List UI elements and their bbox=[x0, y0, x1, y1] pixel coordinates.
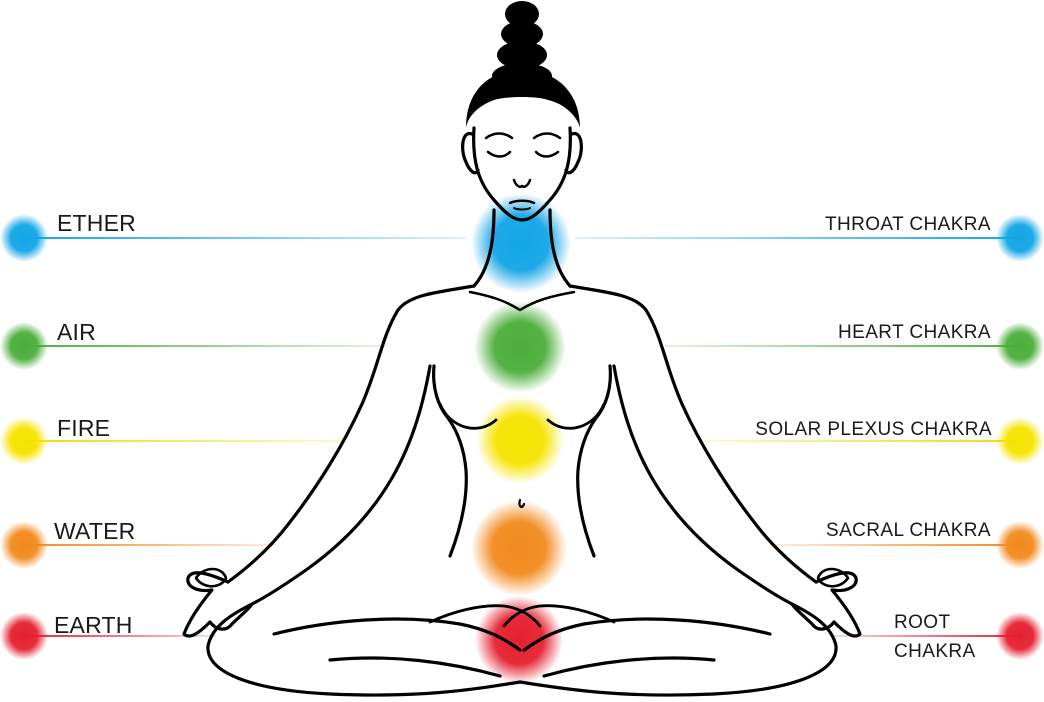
neck-left bbox=[472, 208, 496, 288]
label-throat-chakra: THROAT CHAKRA bbox=[824, 214, 991, 235]
end-dots bbox=[0, 214, 1044, 660]
label-fire: FIRE bbox=[57, 415, 111, 441]
neck-right bbox=[548, 208, 572, 288]
chakra-glows bbox=[471, 193, 571, 684]
left-breast bbox=[438, 402, 498, 430]
fire-line bbox=[26, 440, 346, 442]
right-hand bbox=[790, 571, 862, 638]
right-ear bbox=[564, 131, 583, 175]
left-thigh bbox=[272, 617, 522, 652]
nose bbox=[512, 178, 532, 188]
water-line bbox=[26, 544, 276, 546]
right-shoulder-arm bbox=[568, 284, 818, 584]
left-eye bbox=[486, 150, 512, 158]
mouth bbox=[508, 199, 536, 205]
legs-outline bbox=[206, 602, 838, 697]
earth-dot bbox=[0, 612, 48, 660]
sacral-line bbox=[770, 544, 1020, 546]
navel bbox=[518, 498, 526, 509]
label-sacral-chakra: SACRAL CHAKRA bbox=[826, 520, 991, 541]
air-dot bbox=[0, 322, 48, 370]
throat-line bbox=[575, 237, 1020, 239]
left-foot bbox=[428, 604, 542, 628]
label-heart-chakra: HEART CHAKRA bbox=[838, 322, 991, 343]
solar-plexus-line bbox=[700, 440, 1020, 442]
fire-dot bbox=[0, 417, 48, 465]
earth-line bbox=[26, 635, 216, 637]
solar-plexus-dot bbox=[996, 417, 1044, 465]
connector-lines bbox=[26, 237, 1020, 637]
heart-dot bbox=[996, 322, 1044, 370]
label-root-chakra: ROOT CHAKRA bbox=[894, 608, 976, 666]
hair-bun bbox=[466, 1, 580, 128]
solar-plexus-glow bbox=[476, 396, 564, 484]
left-hand bbox=[182, 571, 254, 638]
face-outline bbox=[472, 126, 572, 222]
throat-dot bbox=[996, 214, 1044, 262]
right-foot bbox=[502, 604, 616, 628]
right-mudra bbox=[816, 567, 850, 588]
heart-glow bbox=[474, 301, 566, 393]
label-root-line2: CHAKRA bbox=[894, 641, 976, 662]
sacral-dot bbox=[996, 521, 1044, 569]
left-mudra bbox=[194, 567, 228, 588]
left-shoulder-arm bbox=[226, 284, 476, 584]
left-eyebrow bbox=[484, 132, 514, 140]
left-inner-arm bbox=[250, 364, 432, 606]
label-ether: ETHER bbox=[57, 210, 136, 236]
label-solar-plexus-chakra: SOLAR PLEXUS CHAKRA bbox=[755, 419, 992, 440]
meditating-figure-icon bbox=[182, 1, 862, 697]
ether-line bbox=[26, 237, 466, 239]
label-air: AIR bbox=[57, 319, 96, 345]
right-eyebrow bbox=[532, 132, 562, 140]
water-dot bbox=[0, 521, 48, 569]
right-breast bbox=[546, 402, 606, 430]
inner-leg-left bbox=[328, 656, 502, 678]
inner-leg-right bbox=[542, 656, 716, 678]
sacral-glow bbox=[471, 500, 567, 596]
heart-line bbox=[665, 345, 1020, 347]
label-water: WATER bbox=[54, 518, 136, 544]
throat-glow bbox=[471, 193, 571, 293]
right-thigh bbox=[522, 617, 772, 652]
root-glow bbox=[475, 596, 563, 684]
air-line bbox=[26, 345, 386, 347]
left-ear bbox=[461, 131, 480, 175]
label-earth: EARTH bbox=[54, 612, 133, 638]
ether-dot bbox=[0, 214, 48, 262]
right-inner-arm bbox=[612, 364, 794, 606]
torso-right bbox=[576, 364, 612, 558]
root-line bbox=[830, 635, 1020, 637]
right-eye bbox=[534, 150, 560, 158]
torso-left bbox=[432, 364, 468, 558]
label-root-line1: ROOT bbox=[894, 612, 951, 633]
root-dot bbox=[996, 612, 1044, 660]
